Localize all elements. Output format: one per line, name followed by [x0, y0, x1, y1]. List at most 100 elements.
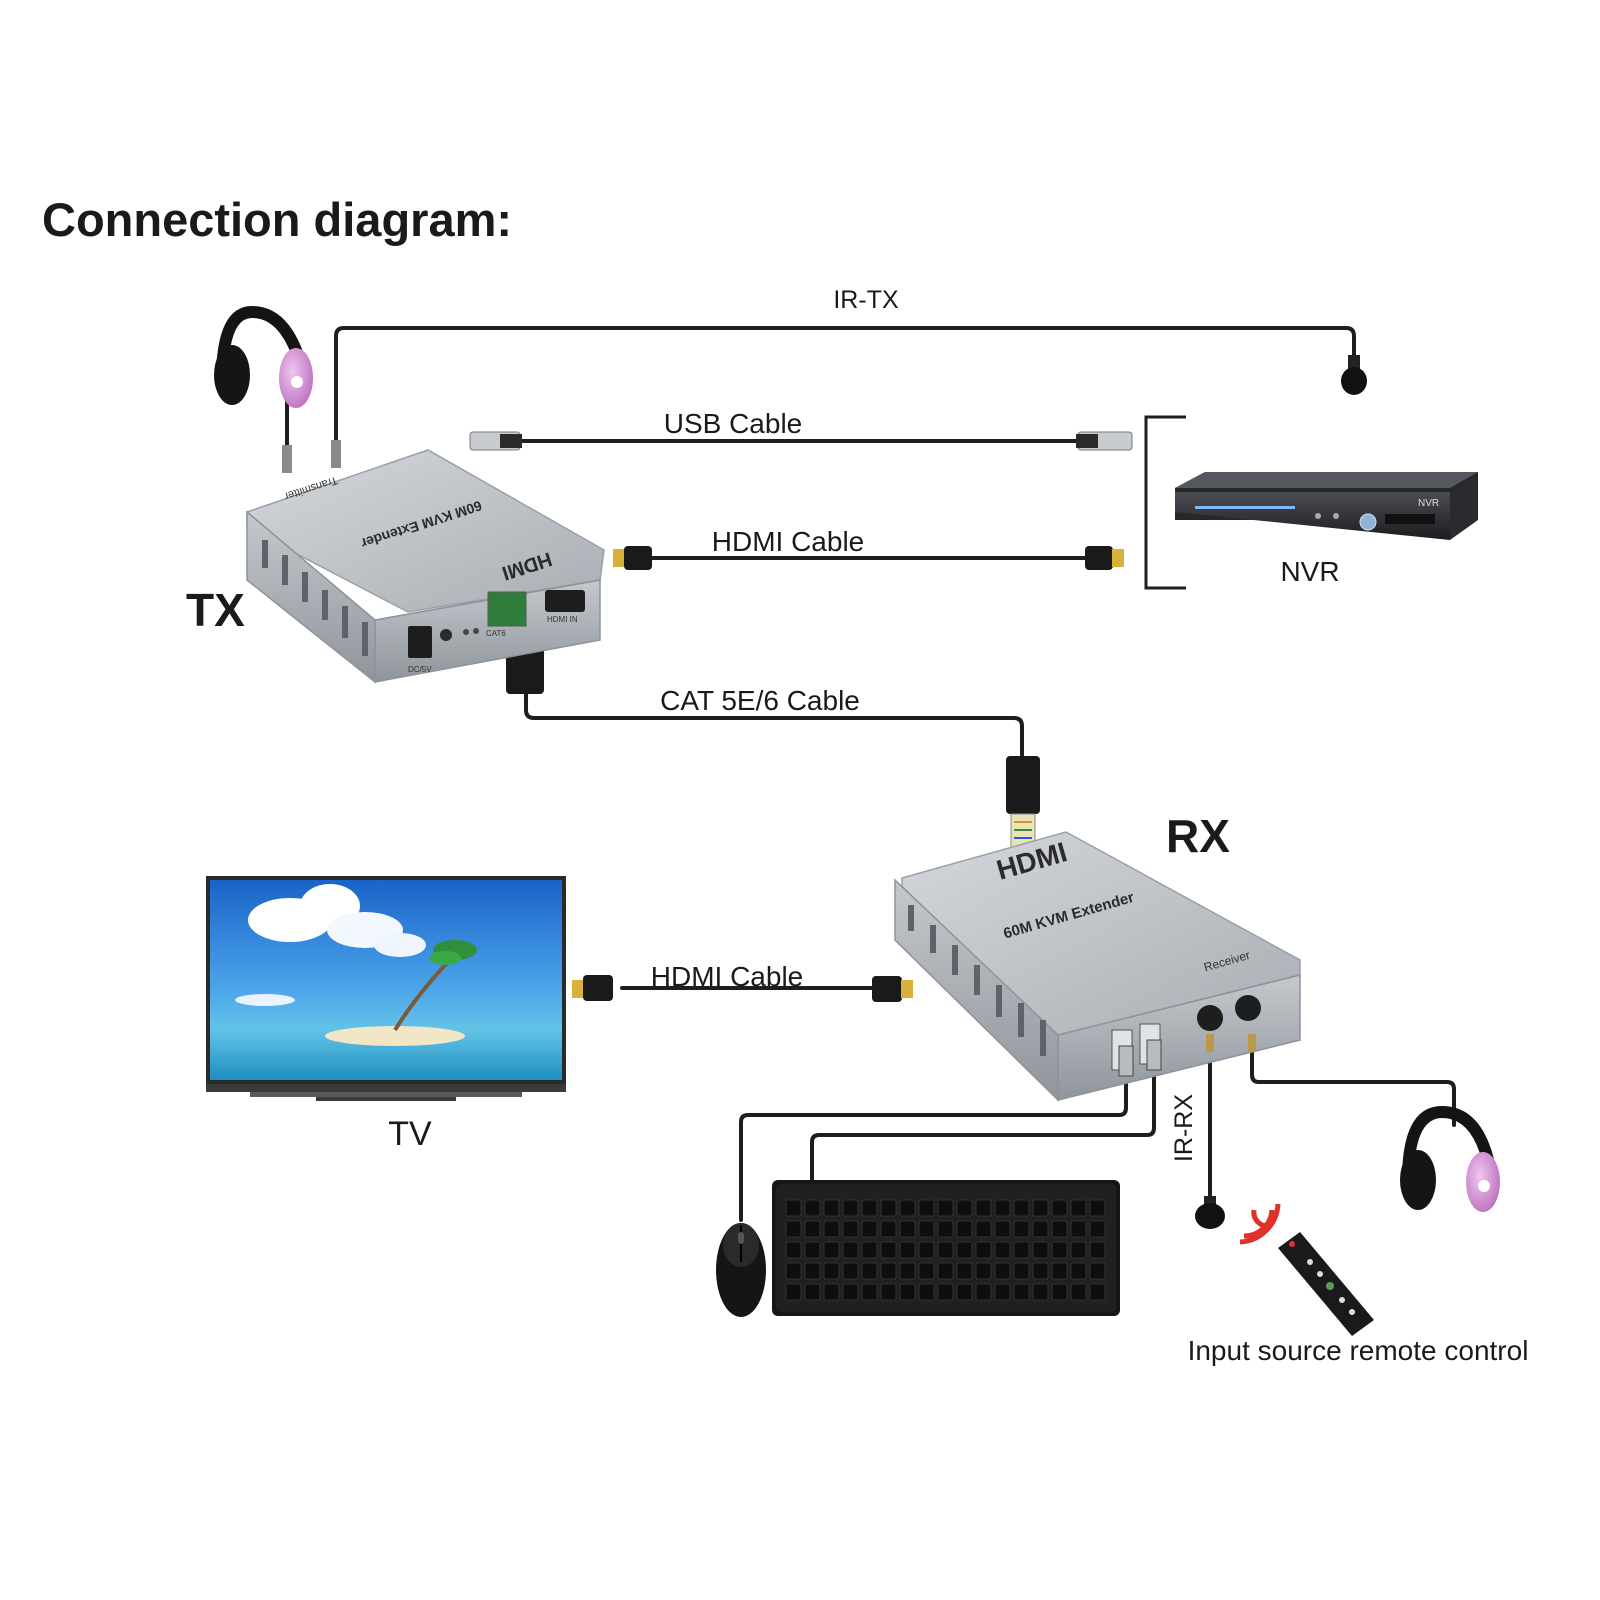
keyboard-key — [1051, 1199, 1068, 1217]
keyboard-key — [1032, 1241, 1049, 1259]
keyboard-key — [785, 1220, 802, 1238]
cat-cable — [524, 688, 1024, 762]
mouse-cable — [739, 1068, 1128, 1222]
tv-label: TV — [388, 1115, 432, 1153]
keyboard-key — [861, 1241, 878, 1259]
nvr-print: NVR — [1418, 498, 1439, 509]
keyboard-key — [956, 1220, 973, 1238]
keyboard-key — [804, 1220, 821, 1238]
keyboard-key — [823, 1241, 840, 1259]
keyboard-key — [956, 1241, 973, 1259]
keyboard-key — [937, 1283, 954, 1301]
ir-signal-icon — [1239, 1203, 1281, 1245]
keyboard-key — [785, 1262, 802, 1280]
keyboard-key — [956, 1262, 973, 1280]
keyboard-key — [1032, 1283, 1049, 1301]
keyboard-key — [880, 1262, 897, 1280]
keyboard-key — [823, 1262, 840, 1280]
keyboard-key — [804, 1262, 821, 1280]
keyboard-key — [994, 1241, 1011, 1259]
keyboard-key — [937, 1220, 954, 1238]
hdmi-plug-tv-icon — [572, 975, 613, 1001]
keyboard-key — [1032, 1220, 1049, 1238]
diagram-title: Connection diagram: — [42, 193, 512, 246]
keyboard-key — [842, 1283, 859, 1301]
keyboard-key — [937, 1262, 954, 1280]
keyboard-key — [823, 1283, 840, 1301]
tx-ir-plug-icon — [331, 440, 341, 468]
keyboard-key — [842, 1241, 859, 1259]
keyboard-key — [1013, 1262, 1030, 1280]
keyboard-key — [899, 1283, 916, 1301]
keyboard-key — [1070, 1241, 1087, 1259]
tx-audio-plug-icon — [282, 445, 292, 473]
usb-plug-left-icon — [469, 431, 522, 451]
keyboard-key — [842, 1199, 859, 1217]
keyboard-key — [1089, 1283, 1106, 1301]
keyboard-key — [842, 1220, 859, 1238]
keyboard-key — [785, 1283, 802, 1301]
keyboard-key — [1032, 1262, 1049, 1280]
keyboard-key — [1051, 1283, 1068, 1301]
keyboard-key — [937, 1199, 954, 1217]
usb-cable-label: USB Cable — [664, 408, 803, 439]
rx-audio-port-icon — [1235, 995, 1261, 1021]
keyboard-key — [918, 1283, 935, 1301]
keyboard-key — [1013, 1283, 1030, 1301]
keyboard-key — [1013, 1199, 1030, 1217]
ir-tx-emitter-icon — [1341, 355, 1367, 395]
tx-label: TX — [186, 584, 245, 636]
keyboard-key — [861, 1199, 878, 1217]
keyboard-key — [804, 1199, 821, 1217]
keyboard-key — [1089, 1199, 1106, 1217]
keyboard-key — [1089, 1220, 1106, 1238]
keyboard-key — [899, 1220, 916, 1238]
keyboard-icon — [772, 1180, 1120, 1316]
tx-port-hdmi-print: HDMI IN — [547, 615, 578, 624]
keyboard-key — [1032, 1199, 1049, 1217]
rx-label: RX — [1166, 810, 1230, 862]
remote-control-icon — [1278, 1232, 1374, 1336]
keyboard-key — [880, 1199, 897, 1217]
keyboard-key — [804, 1283, 821, 1301]
keyboard-key — [804, 1241, 821, 1259]
keyboard-key — [880, 1220, 897, 1238]
keyboard-key — [785, 1241, 802, 1259]
tx-dc-port-icon — [408, 626, 432, 658]
rx-headphones-icon — [1400, 1105, 1500, 1212]
hdmi-cable-rx-label: HDMI Cable — [651, 961, 803, 992]
keyboard-key — [1089, 1262, 1106, 1280]
ir-rx-receiver-icon — [1195, 1196, 1225, 1229]
ir-rx-label: IR-RX — [1170, 1094, 1198, 1162]
tx-port-dc-print: DC/5V — [408, 665, 432, 674]
keyboard-key — [956, 1283, 973, 1301]
keyboard-key — [918, 1262, 935, 1280]
remote-caption: Input source remote control — [1188, 1335, 1529, 1366]
nvr-bracket — [1144, 415, 1186, 590]
keyboard-key — [994, 1199, 1011, 1217]
tx-edid-button-icon — [440, 629, 452, 641]
keyboard-key — [918, 1199, 935, 1217]
keyboard-key — [975, 1241, 992, 1259]
usb-plug-right-icon — [1076, 431, 1133, 451]
keyboard-key — [975, 1262, 992, 1280]
keyboard-key — [880, 1241, 897, 1259]
keyboard-key — [994, 1283, 1011, 1301]
keyboard-key — [918, 1241, 935, 1259]
hdmi-plug-tx-right-icon — [1085, 546, 1124, 570]
cat-plug-rx-icon — [1006, 756, 1040, 851]
keyboard-key — [1089, 1241, 1106, 1259]
keyboard-key — [1070, 1283, 1087, 1301]
keyboard-key — [842, 1262, 859, 1280]
keyboard-key — [1051, 1241, 1068, 1259]
keyboard-key — [994, 1220, 1011, 1238]
tx-port-cat-print: CAT6 — [486, 629, 506, 638]
keyboard-key — [1070, 1220, 1087, 1238]
keyboard-key — [975, 1220, 992, 1238]
keyboard-key — [785, 1199, 802, 1217]
keyboard-key — [1051, 1220, 1068, 1238]
tx-hdmi-port-icon — [545, 590, 585, 612]
keyboard-key — [918, 1220, 935, 1238]
keyboard-key — [937, 1241, 954, 1259]
